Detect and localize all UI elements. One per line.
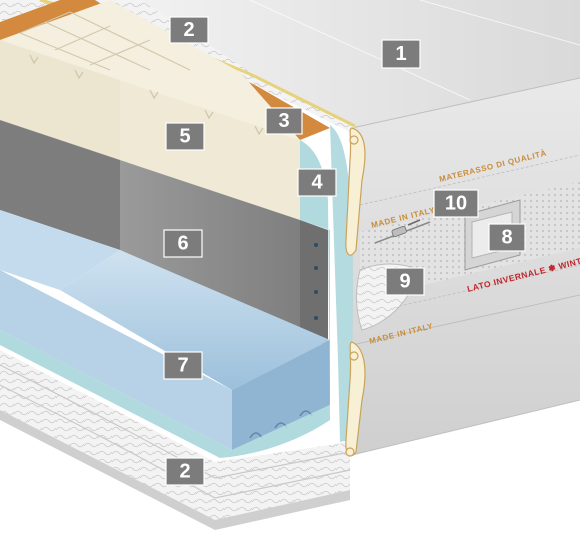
badge-7-label: 7 bbox=[177, 355, 188, 377]
cover-piping bbox=[345, 127, 366, 457]
badge-5-label: 5 bbox=[179, 126, 190, 148]
badge-9: 9 bbox=[385, 267, 425, 296]
badge-3: 3 bbox=[265, 107, 303, 135]
badge-7: 7 bbox=[163, 351, 203, 380]
badge-6-label: 6 bbox=[177, 233, 188, 255]
badge-2-bottom: 2 bbox=[165, 457, 205, 486]
badge-1: 1 bbox=[381, 39, 421, 69]
badge-4-label: 4 bbox=[311, 172, 323, 194]
badge-3-label: 3 bbox=[278, 110, 289, 132]
badge-2-top: 2 bbox=[169, 16, 209, 44]
badge-1-label: 1 bbox=[395, 43, 406, 65]
cover-top-panel bbox=[140, 0, 580, 128]
comfort-layer bbox=[0, 0, 300, 220]
zip-slider-icon bbox=[374, 219, 431, 244]
badge-8-label: 8 bbox=[501, 227, 512, 249]
badge-4: 4 bbox=[297, 168, 337, 197]
badge-2-bottom-label: 2 bbox=[179, 461, 190, 483]
wrap-film-layer bbox=[0, 125, 353, 458]
badge-5: 5 bbox=[165, 122, 205, 151]
badge-10-label: 10 bbox=[445, 193, 467, 215]
base-foam-layer bbox=[0, 210, 330, 450]
badge-8: 8 bbox=[488, 223, 526, 252]
badge-9-label: 9 bbox=[399, 271, 410, 293]
badge-10: 10 bbox=[433, 189, 479, 218]
badge-2-top-label: 2 bbox=[183, 19, 194, 41]
badge-6: 6 bbox=[163, 229, 203, 258]
support-core-layer bbox=[0, 120, 328, 345]
